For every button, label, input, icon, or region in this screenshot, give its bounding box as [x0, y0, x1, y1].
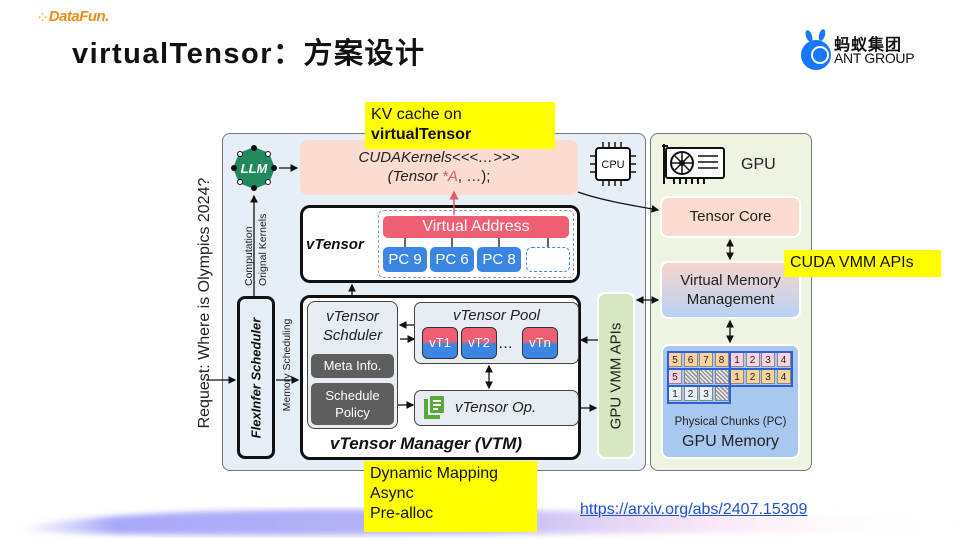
llm-icon: LLM	[231, 145, 277, 191]
cpu-icon: CPU	[590, 142, 636, 186]
dynamic-mapping-callout: Dynamic Mapping Async Pre-alloc	[364, 461, 537, 532]
pool-item-vt1: vT1	[422, 327, 458, 359]
memory-scheduling-text: Memory Scheduling	[281, 318, 293, 412]
kernel-flow-labels: Computation Orignal Kernels	[243, 214, 269, 286]
ant-group-name-en: ANT GROUP	[834, 50, 915, 66]
kv-callout-line2: virtualTensor	[371, 126, 472, 143]
vtensor-mapping-group	[378, 210, 574, 278]
physical-chunks-caption: Physical Chunks (PC)	[674, 416, 787, 428]
ant-group-logo-icon	[801, 29, 831, 70]
flexinfer-scheduler: FlexInfer Scheduler	[237, 296, 275, 459]
gpu-vmm-apis-label: GPU VMM APIs	[607, 322, 625, 429]
kv-callout-line1: KV cache on	[371, 106, 462, 123]
cuda-kernel-line1: CUDAKernels<<<…>>>	[358, 149, 520, 166]
vtensor-pool-title: vTensor Pool	[453, 307, 540, 324]
physical-chunk-empty	[526, 247, 570, 272]
vmm-line1: Virtual Memory	[680, 272, 781, 289]
arxiv-link[interactable]: https://arxiv.org/abs/2407.15309	[580, 501, 808, 518]
gpu-memory-label: GPU Memory	[682, 433, 779, 450]
chunk-cell: 3	[699, 386, 713, 401]
schedule-policy-line1: Schedule	[325, 388, 380, 403]
chunk-cell: 7	[699, 352, 713, 367]
cuda-kernels-box: CUDAKernels<<<…>>> (Tensor *A, …);	[300, 140, 578, 195]
scheduler-title-line1: vTensor	[326, 308, 379, 325]
memory-scheduling-label: Memory Scheduling	[276, 300, 298, 430]
vtensor-op-label: vTensor Op.	[455, 399, 537, 416]
logo-dots-icon: ⁘	[38, 12, 47, 24]
schedule-policy-line2: Policy	[335, 405, 370, 420]
physical-chunk-6: PC 6	[430, 247, 474, 272]
page-title: virtualTensor：方案设计	[72, 38, 426, 70]
pool-item-vtn: vTn	[522, 327, 558, 359]
chunk-group-outline	[729, 368, 793, 387]
vtensor-manager-label: vTensor Manager (VTM)	[330, 434, 523, 453]
tensor-core-block: Tensor Core	[660, 196, 801, 238]
ant-group-name-cn: 蚂蚁集团	[834, 37, 903, 54]
gpu-label: GPU	[741, 156, 776, 173]
gpu-vmm-apis-block: GPU VMM APIs	[597, 292, 635, 459]
chunk-cell: 4	[776, 352, 791, 367]
document-stack-icon	[424, 396, 444, 419]
meta-info-block: Meta Info.	[311, 354, 394, 378]
datafun-logo: ⁘DataFun.	[38, 8, 109, 25]
request-text: Request: Where is Olympics 2024?	[196, 177, 213, 428]
tensor-pointer: *A	[442, 168, 458, 185]
vmm-line2: Management	[686, 291, 775, 308]
pool-item-vt2: vT2	[461, 327, 497, 359]
virtual-address-block: Virtual Address	[383, 216, 569, 238]
cuda-vmm-apis-callout: CUDA VMM APIs	[784, 250, 941, 277]
llm-label: LLM	[241, 161, 269, 176]
cpu-label: CPU	[601, 159, 624, 171]
dyn-callout-line2: Async	[370, 485, 414, 502]
vtensor-label: vTensor	[306, 236, 364, 253]
pool-ellipsis: …	[498, 335, 515, 352]
vtensor-scheduler-title: vTensor Schduler	[307, 307, 398, 345]
dyn-callout-line3: Pre-alloc	[370, 505, 434, 522]
kv-cache-callout: KV cache on virtualTensor	[365, 102, 555, 149]
physical-chunk-8: PC 8	[477, 247, 521, 272]
original-kernels-label: Orignal Kernels	[257, 214, 269, 286]
cuda-kernel-args: , …);	[457, 168, 491, 185]
request-label: Request: Where is Olympics 2024?	[190, 140, 220, 465]
virtual-memory-management-block: Virtual Memory Management	[660, 261, 801, 319]
chunk-cell: 2	[745, 352, 760, 367]
cuda-kernel-line2: (Tensor *A, …);	[300, 167, 578, 186]
chunk-group-outline	[667, 385, 731, 404]
brand-text: DataFun.	[48, 8, 110, 25]
computation-label: Computation	[243, 226, 255, 286]
cuda-kernel-tensor: (Tensor	[387, 168, 443, 185]
dyn-callout-line1: Dynamic Mapping	[370, 465, 499, 482]
flexinfer-label: FlexInfer Scheduler	[248, 317, 264, 438]
scheduler-title-line2: Schduler	[322, 327, 383, 344]
schedule-policy-block: Schedule Policy	[311, 383, 394, 425]
physical-chunk-9: PC 9	[383, 247, 427, 272]
gpu-card-icon	[662, 144, 725, 184]
